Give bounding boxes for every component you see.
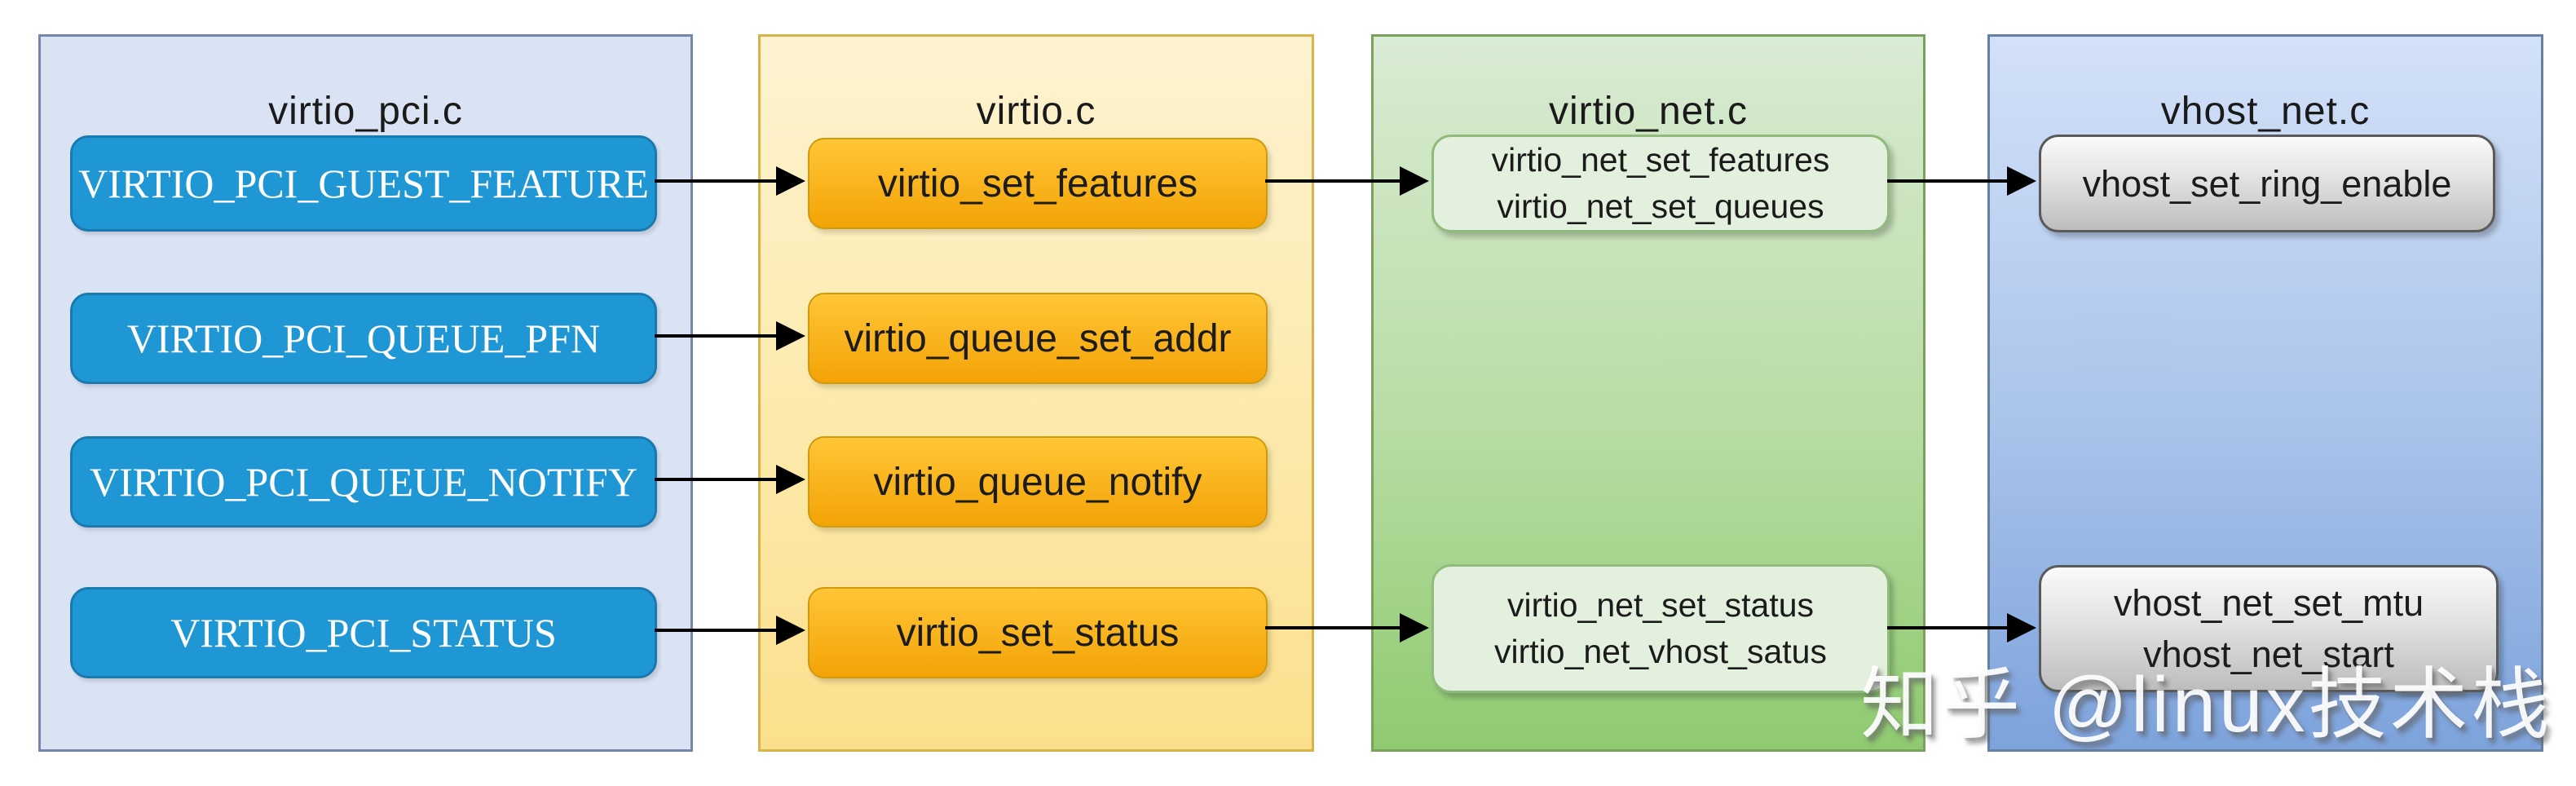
- panel-title: virtio.c: [976, 90, 1096, 133]
- panel-title: virtio_net.c: [1548, 90, 1749, 133]
- arrow-shaft: [655, 478, 781, 481]
- node-virtio-set-features: virtio_set_features: [808, 138, 1268, 229]
- arrow-queue-pfn-to-queue-set-addr: [655, 321, 805, 351]
- panel-virtio: virtio.c virtio_set_features virtio_queu…: [758, 34, 1314, 752]
- node-label: VIRTIO_PCI_GUEST_FEATURE: [78, 161, 649, 206]
- node-vhost-net-set-mtu-start: vhost_net_set_mtu vhost_net_start: [2039, 565, 2499, 692]
- arrowhead-icon: [776, 321, 805, 351]
- panel-virtio-pci: virtio_pci.c VIRTIO_PCI_GUEST_FEATURE VI…: [38, 34, 693, 752]
- node-label-line: vhost_net_start: [2143, 634, 2394, 675]
- node-label: virtio_set_features: [877, 161, 1198, 205]
- node-vhost-set-ring-enable: vhost_set_ring_enable: [2039, 135, 2495, 232]
- node-virtio-pci-queue-pfn: VIRTIO_PCI_QUEUE_PFN: [70, 293, 657, 384]
- arrow-set-status-to-net-set-status: [1265, 613, 1429, 642]
- arrowhead-icon: [2007, 613, 2036, 642]
- arrow-shaft: [1265, 626, 1405, 629]
- node-label: virtio_queue_notify: [873, 460, 1202, 504]
- node-virtio-net-set-status-vhost-satus: virtio_net_set_status virtio_net_vhost_s…: [1431, 564, 1890, 693]
- arrow-shaft: [1887, 626, 2012, 629]
- arrow-queue-notify-to-queue-notify: [655, 465, 805, 494]
- arrow-shaft: [655, 179, 781, 183]
- arrow-net-set-status-to-vhost-net-set-mtu: [1887, 613, 2036, 642]
- node-virtio-pci-status: VIRTIO_PCI_STATUS: [70, 587, 657, 678]
- node-label-line: virtio_net_set_features: [1491, 141, 1830, 179]
- node-label-line: virtio_net_vhost_satus: [1494, 633, 1827, 670]
- node-label-line: vhost_net_set_mtu: [2113, 582, 2424, 624]
- node-label: VIRTIO_PCI_QUEUE_PFN: [126, 316, 601, 361]
- node-label: virtio_queue_set_addr: [844, 316, 1232, 360]
- node-virtio-pci-guest-feature: VIRTIO_PCI_GUEST_FEATURE: [70, 135, 657, 232]
- node-label: virtio_set_status: [896, 611, 1180, 655]
- arrow-shaft: [1887, 179, 2012, 183]
- arrow-shaft: [655, 334, 781, 338]
- node-virtio-queue-notify: virtio_queue_notify: [808, 436, 1268, 528]
- arrow-net-set-features-to-vhost-set-ring-enable: [1887, 166, 2036, 196]
- node-label-line: virtio_net_set_status: [1506, 586, 1815, 625]
- panel-virtio-net: virtio_net.c virtio_net_set_features vir…: [1371, 34, 1925, 752]
- node-virtio-set-status: virtio_set_status: [808, 587, 1268, 678]
- arrowhead-icon: [1400, 166, 1429, 196]
- arrow-guest-feature-to-set-features: [655, 166, 805, 196]
- node-label: VIRTIO_PCI_QUEUE_NOTIFY: [90, 459, 637, 505]
- node-label: vhost_set_ring_enable: [2082, 162, 2452, 205]
- arrowhead-icon: [776, 166, 805, 196]
- arrowhead-icon: [776, 465, 805, 494]
- arrowhead-icon: [2007, 166, 2036, 196]
- arrow-shaft: [1265, 179, 1405, 183]
- node-virtio-pci-queue-notify: VIRTIO_PCI_QUEUE_NOTIFY: [70, 436, 657, 528]
- arrowhead-icon: [1400, 613, 1429, 642]
- arrow-status-to-set-status: [655, 616, 805, 645]
- arrowhead-icon: [776, 616, 805, 645]
- panel-title: vhost_net.c: [2160, 90, 2371, 133]
- watermark: 知乎 @linux技术栈: [1860, 661, 2553, 748]
- panel-vhost-net: vhost_net.c vhost_set_ring_enable vhost_…: [1987, 34, 2543, 752]
- node-virtio-net-set-features-queues: virtio_net_set_features virtio_net_set_q…: [1431, 135, 1890, 232]
- arrow-set-features-to-net-set-features: [1265, 166, 1429, 196]
- node-label-line: virtio_net_set_queues: [1497, 188, 1824, 225]
- node-virtio-queue-set-addr: virtio_queue_set_addr: [808, 293, 1268, 384]
- panel-title: virtio_pci.c: [268, 90, 463, 133]
- node-label: VIRTIO_PCI_STATUS: [170, 610, 557, 656]
- arrow-shaft: [655, 629, 781, 632]
